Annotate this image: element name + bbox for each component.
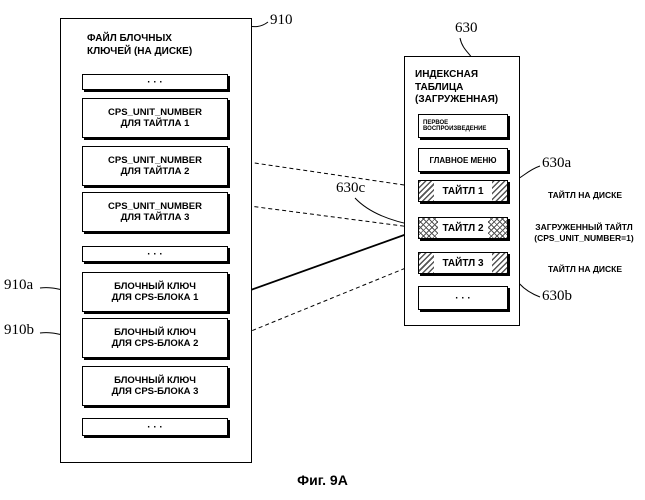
annotation-title-on-disc-1: ТАЙТЛ НА ДИСКЕ (530, 190, 640, 201)
ref-630c: 630c (336, 180, 365, 197)
index-title-3-label: ТАЙТЛ 3 (434, 253, 492, 273)
key-file-cell-unit-number-1: CPS_UNIT_NUMBER ДЛЯ ТАЙТЛА 1 (82, 98, 228, 138)
index-first-play: ПЕРВОЕ ВОСПРОИЗВЕДЕНИЕ (418, 114, 508, 138)
leader-630 (460, 38, 472, 58)
dashed-arrow-title1 (234, 160, 418, 187)
dashed-arrow-title2 (234, 204, 418, 228)
key-file-cell-dots-bottom: · · · (82, 418, 228, 436)
solid-arrow-loaded-title (234, 230, 418, 296)
index-title-2-label: ТАЙТЛ 2 (438, 218, 488, 238)
figure-caption: Фиг. 9A (0, 472, 645, 490)
key-file-cell-dots-top: · · · (82, 74, 228, 90)
index-title-1: ТАЙТЛ 1 (418, 180, 508, 202)
key-file-cell-block-key-2: БЛОЧНЫЙ КЛЮЧ ДЛЯ CPS-БЛОКА 2 (82, 318, 228, 358)
ref-910b: 910b (4, 322, 34, 339)
ref-910: 910 (270, 12, 293, 29)
index-dots: · · · (418, 286, 508, 310)
key-file-cell-dots-mid: · · · (82, 246, 228, 262)
index-main-menu: ГЛАВНОЕ МЕНЮ (418, 148, 508, 172)
index-title-1-label: ТАЙТЛ 1 (434, 181, 492, 201)
ref-630: 630 (455, 20, 478, 37)
ref-630a: 630a (542, 155, 571, 172)
key-file-cell-unit-number-3: CPS_UNIT_NUMBER ДЛЯ ТАЙТЛА 3 (82, 192, 228, 232)
key-file-cell-unit-number-2: CPS_UNIT_NUMBER ДЛЯ ТАЙТЛА 2 (82, 146, 228, 186)
ref-630b: 630b (542, 288, 572, 305)
index-table-title: ИНДЕКСНАЯ ТАБЛИЦА (ЗАГРУЖЕННАЯ) (415, 69, 498, 107)
dashed-arrow-title3 (234, 263, 418, 338)
index-title-2-loaded: ТАЙТЛ 2 (418, 217, 508, 239)
block-key-file-title: ФАЙЛ БЛОЧНЫХ КЛЮЧЕЙ (НА ДИСКЕ) (87, 33, 192, 58)
annotation-title-on-disc-2: ТАЙТЛ НА ДИСКЕ (530, 264, 640, 275)
annotation-loaded-title: ЗАГРУЖЕННЫЙ ТАЙТЛ (CPS_UNIT_NUMBER=1) (525, 222, 643, 244)
key-file-cell-block-key-1: БЛОЧНЫЙ КЛЮЧ ДЛЯ CPS-БЛОКА 1 (82, 272, 228, 312)
index-title-3: ТАЙТЛ 3 (418, 252, 508, 274)
key-file-cell-block-key-3: БЛОЧНЫЙ КЛЮЧ ДЛЯ CPS-БЛОКА 3 (82, 366, 228, 406)
ref-910a: 910a (4, 277, 33, 294)
